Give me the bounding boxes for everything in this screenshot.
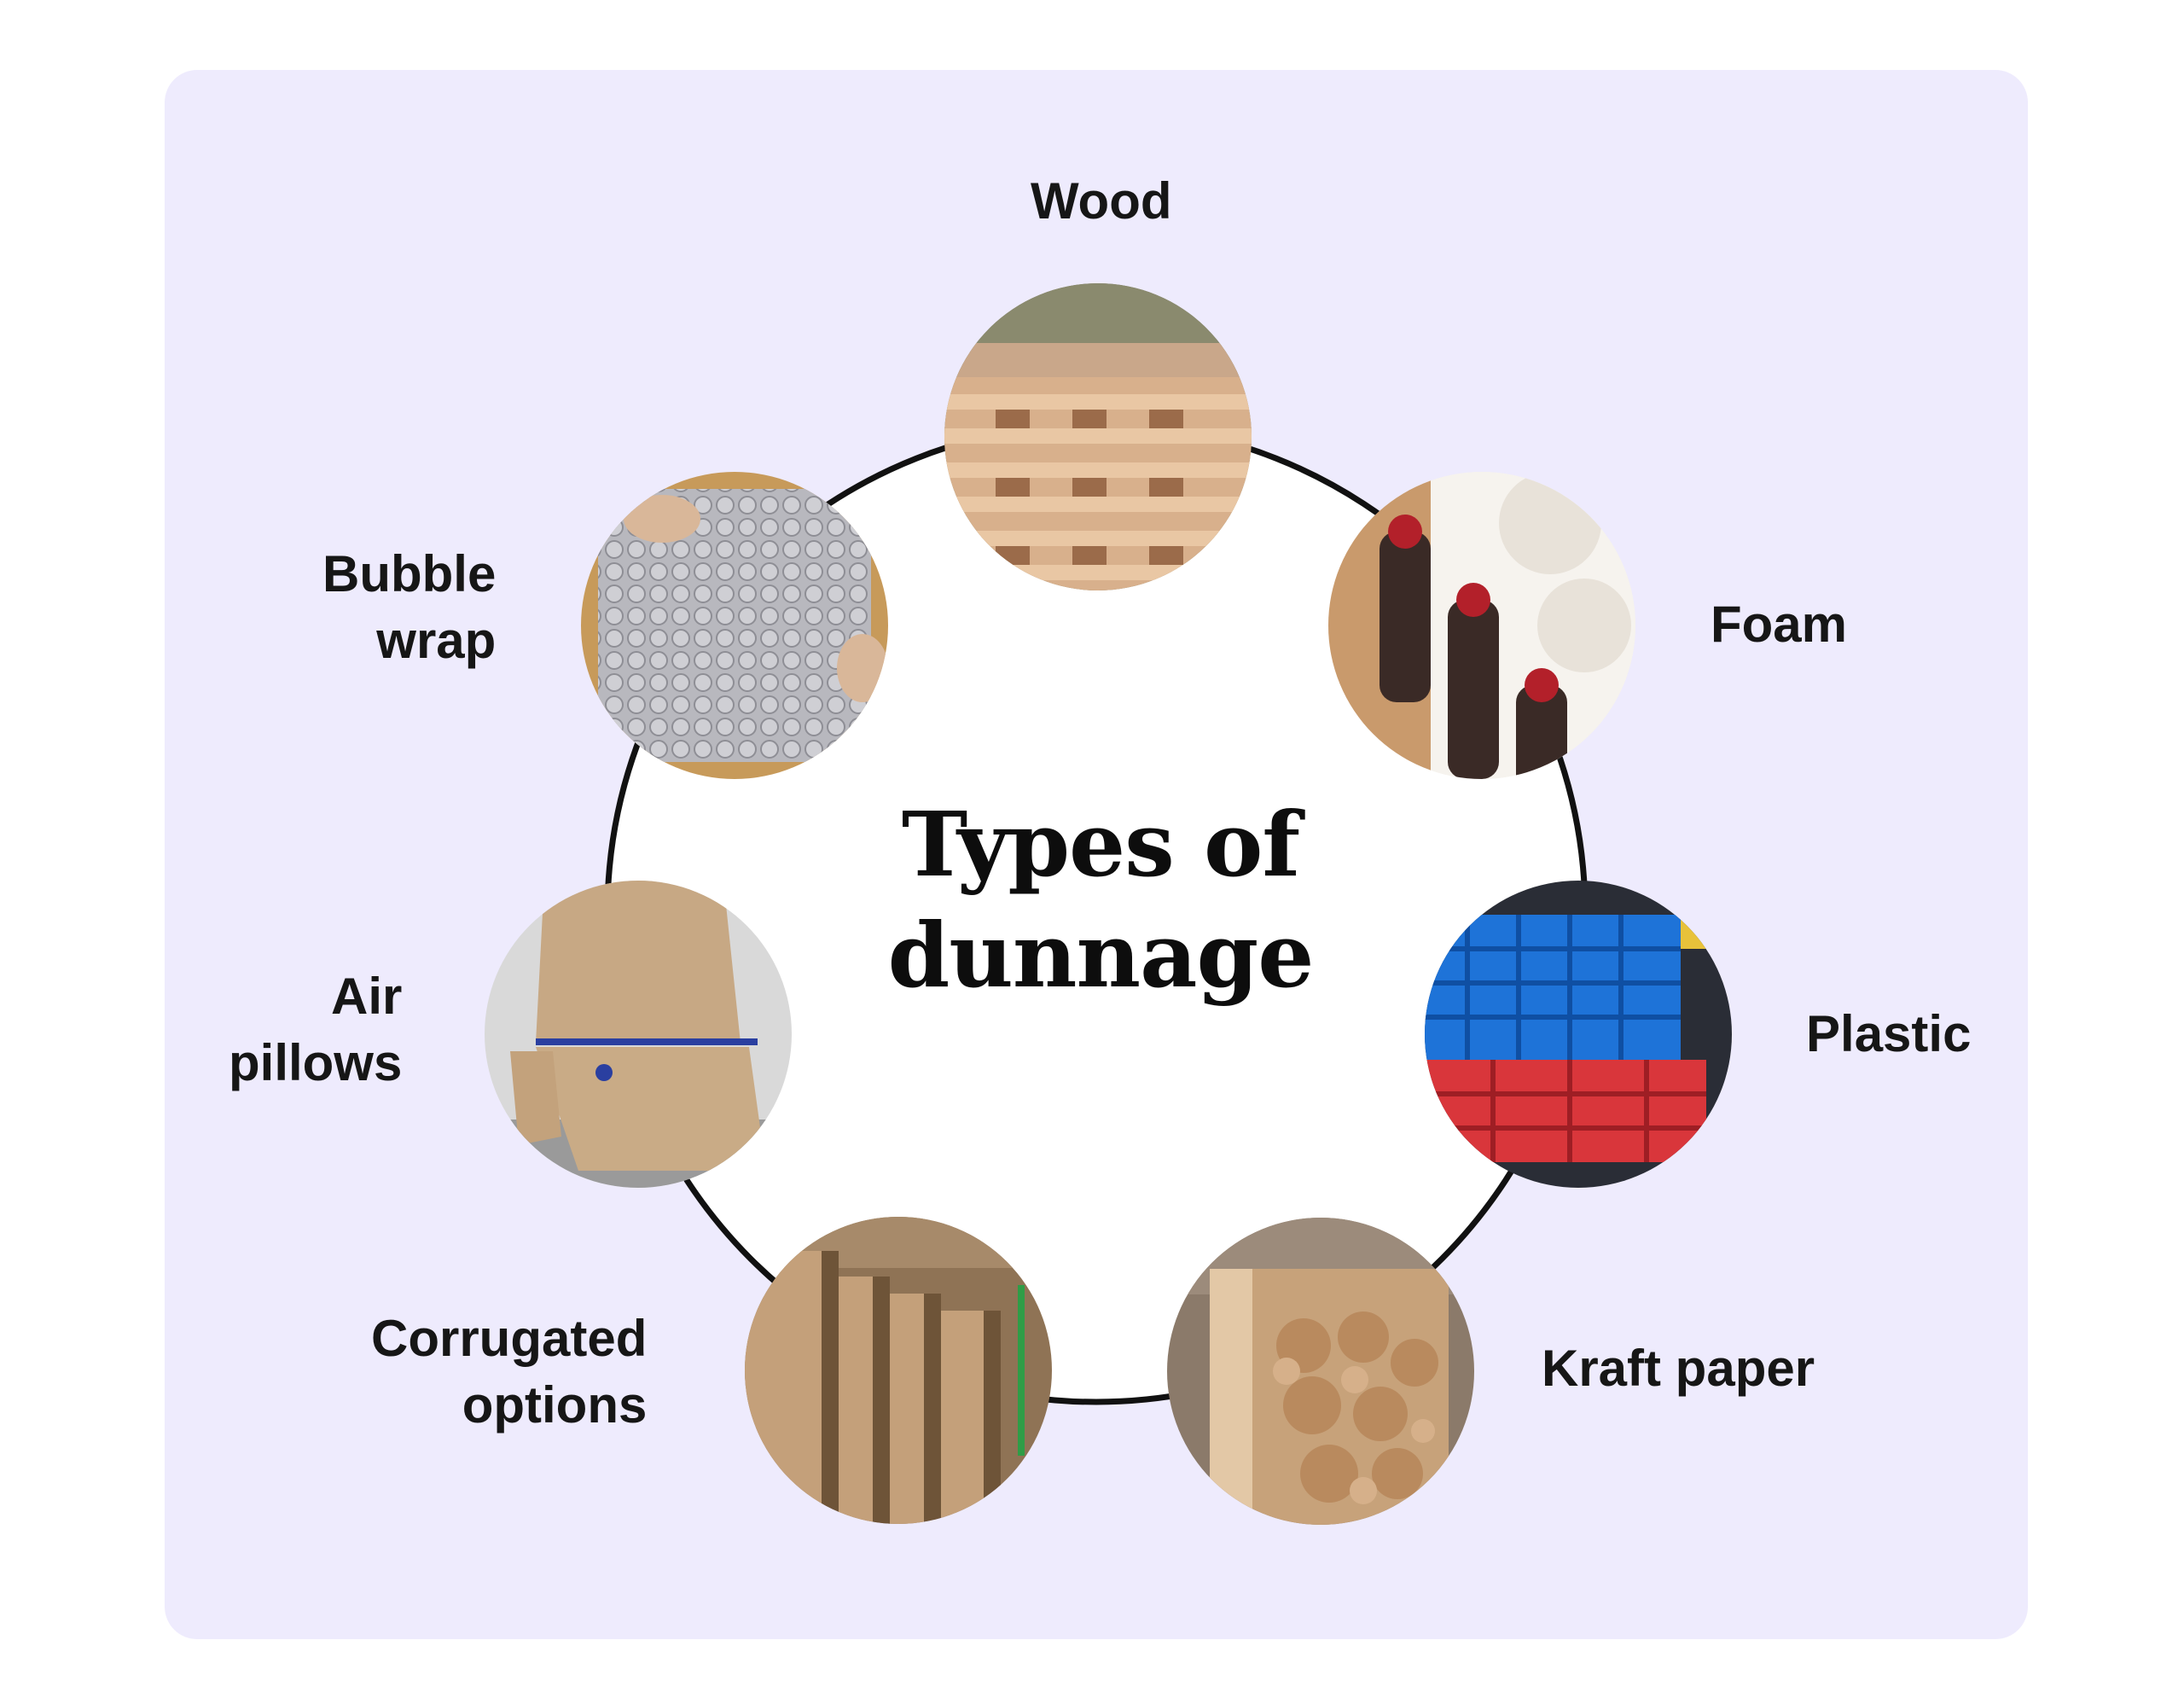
label-foam: Foam: [1711, 596, 1848, 653]
corrugated-board-photo: [745, 1217, 1052, 1524]
label-plastic: Plastic: [1806, 1005, 1972, 1062]
diagram-title: Types of dunnage: [819, 789, 1382, 1011]
label-kraft-paper: Kraft paper: [1542, 1340, 1815, 1397]
kraft-paper-box-photo: [1167, 1218, 1474, 1525]
title-line-2: dunnage: [887, 903, 1315, 1008]
label-bubble-wrap: Bubble wrap: [322, 545, 497, 669]
foam-wine-insert-photo: [1328, 472, 1635, 779]
label-corrugated: Corrugated options: [371, 1310, 648, 1434]
title-line-1: Types of: [901, 792, 1300, 897]
label-air-pillows: Air pillows: [229, 968, 403, 1091]
air-pillow-bags-photo: [485, 881, 792, 1188]
bubble-wrap-photo: [581, 472, 888, 779]
plastic-pallets-photo: [1425, 881, 1732, 1188]
wooden-pallets-photo: [944, 283, 1252, 590]
label-wood: Wood: [1031, 172, 1172, 230]
